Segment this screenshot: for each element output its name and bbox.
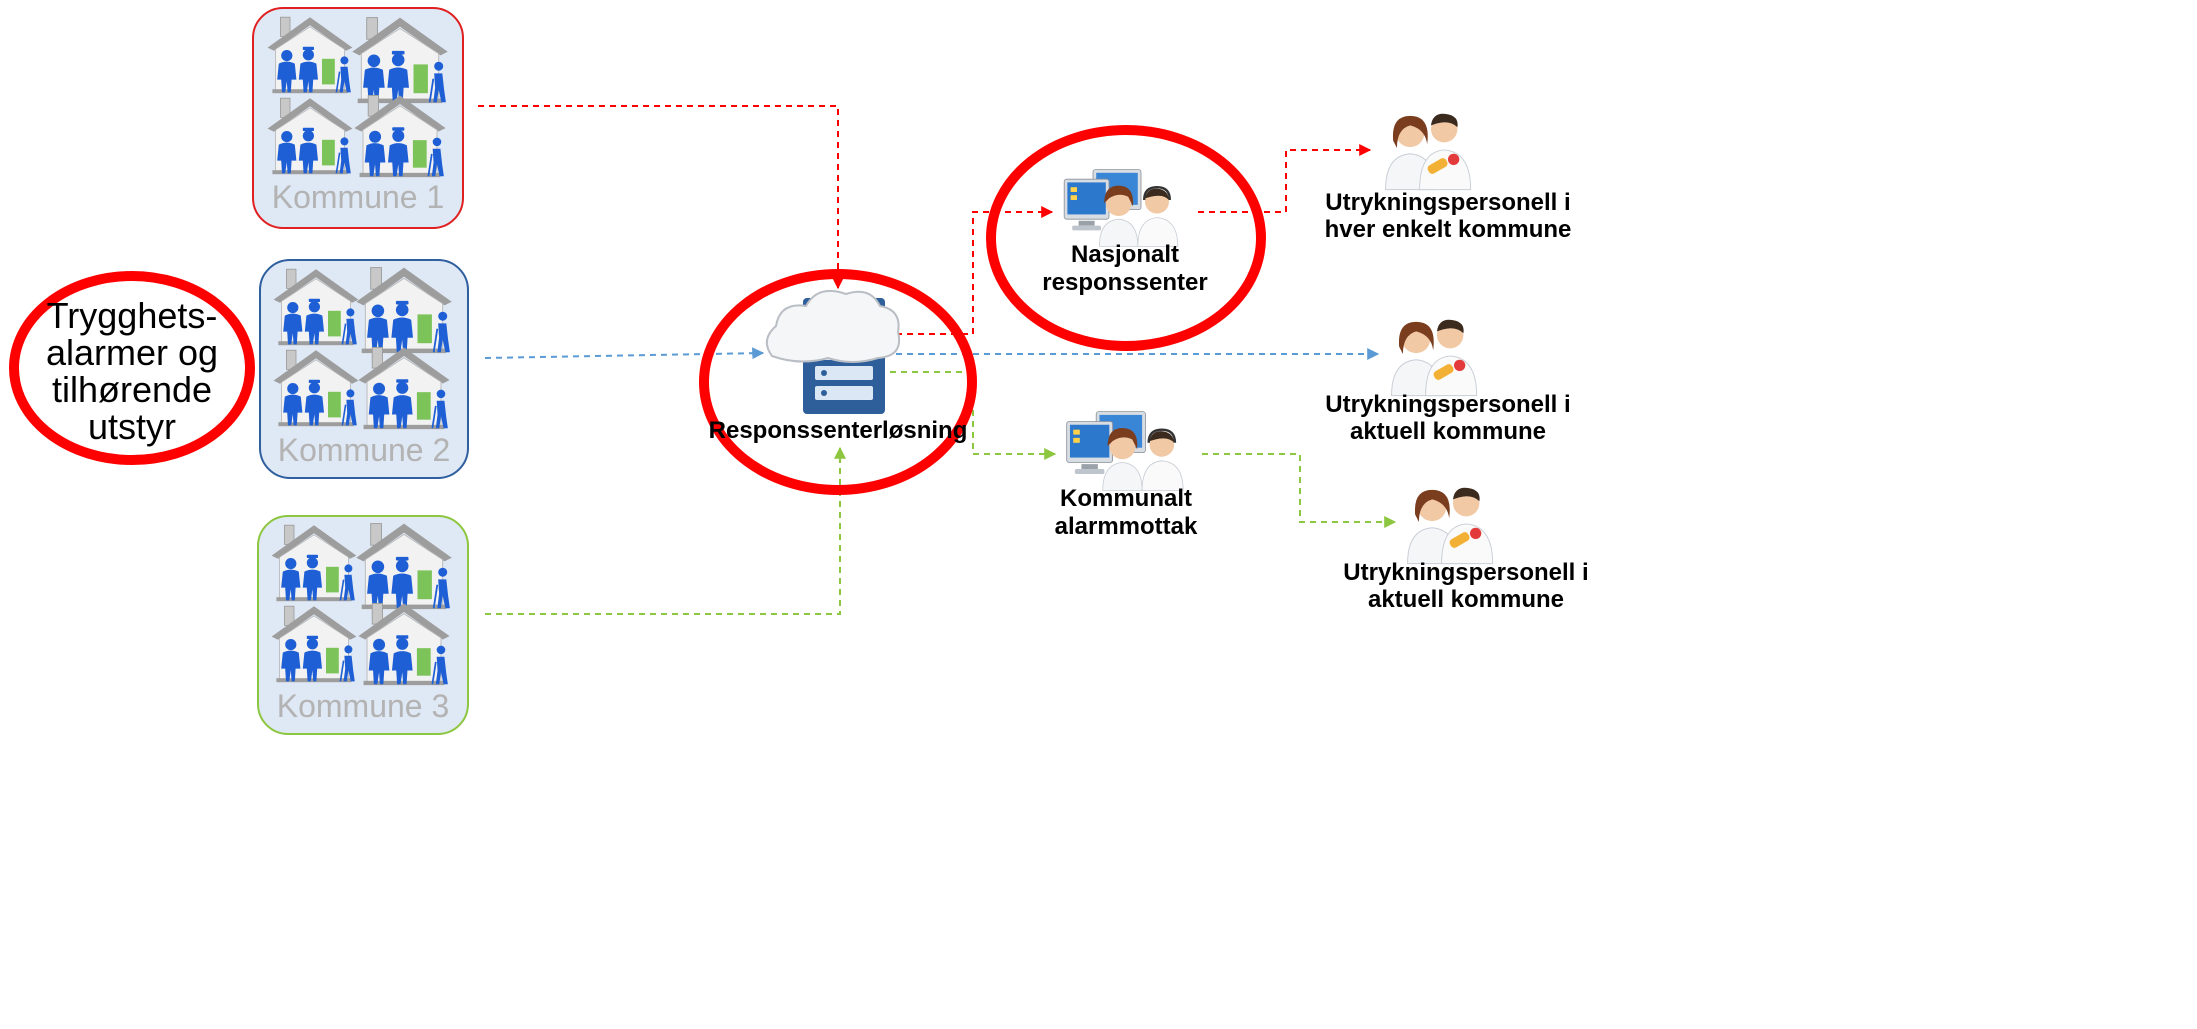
operator-desk-icon	[1065, 410, 1185, 492]
connector-hub-to-municipal	[890, 371, 1057, 460]
municipal-center-line-2: alarmmottak	[1055, 513, 1198, 540]
responder-3-line-2: aktuell kommune	[1368, 586, 1564, 613]
operator-desk-icon	[1062, 168, 1180, 248]
responders-current-municipality-municipal: Utrykningspersonell i aktuell kommune	[1343, 487, 1589, 613]
connector-kommune1-to-hub	[478, 105, 844, 290]
cloud-icon	[765, 290, 900, 363]
national-center-line-1: Nasjonalt	[1071, 241, 1179, 268]
responder-people-icon	[1391, 319, 1478, 397]
alarm-equipment-oval: Trygghets- alarmer og tilhørende utstyr	[9, 271, 255, 465]
hub-node: Responssenterløsning	[699, 269, 977, 495]
connector-kommune3-to-hub	[485, 446, 846, 615]
kommune-2-box: Kommune 2	[259, 259, 469, 479]
municipal-alarm-reception: Kommunalt alarmmottak	[1055, 410, 1198, 540]
hub-label: Responssenterløsning	[709, 417, 968, 444]
alarm-oval-line-1: Trygghets-	[47, 295, 218, 336]
municipal-center-line-1: Kommunalt	[1060, 485, 1192, 512]
responders-current-municipality: Utrykningspersonell i aktuell kommune	[1325, 319, 1571, 445]
connector-hub-to-national	[896, 206, 1054, 335]
responder-3-line-1: Utrykningspersonell i	[1343, 559, 1588, 586]
connector-municipal-to-responders-3	[1202, 453, 1397, 528]
alarm-oval-line-4: utstyr	[88, 406, 176, 447]
responder-people-icon	[1407, 487, 1494, 565]
alarm-oval-line-2: alarmer og	[46, 332, 218, 373]
kommune-2-label: Kommune 2	[278, 432, 451, 468]
responder-people-icon	[1385, 113, 1472, 191]
alarm-oval-line-3: tilhørende	[52, 369, 212, 410]
responders-each-municipality: Utrykningspersonell i hver enkelt kommun…	[1325, 113, 1572, 243]
kommune-3-box: Kommune 3	[257, 515, 469, 735]
responder-2-line-1: Utrykningspersonell i	[1325, 391, 1570, 418]
national-center-line-2: responssenter	[1042, 269, 1207, 296]
kommune-1-label: Kommune 1	[272, 179, 445, 215]
connector-national-to-responders-1	[1198, 144, 1372, 213]
kommune-3-label: Kommune 3	[277, 688, 450, 724]
responder-2-line-2: aktuell kommune	[1350, 418, 1546, 445]
connector-kommune2-to-hub	[484, 347, 765, 360]
responder-1-line-1: Utrykningspersonell i	[1325, 189, 1570, 216]
national-response-center: Nasjonalt responssenter	[986, 125, 1266, 351]
kommune-1-box: Kommune 1	[252, 7, 464, 229]
responder-1-line-2: hver enkelt kommune	[1325, 216, 1572, 243]
